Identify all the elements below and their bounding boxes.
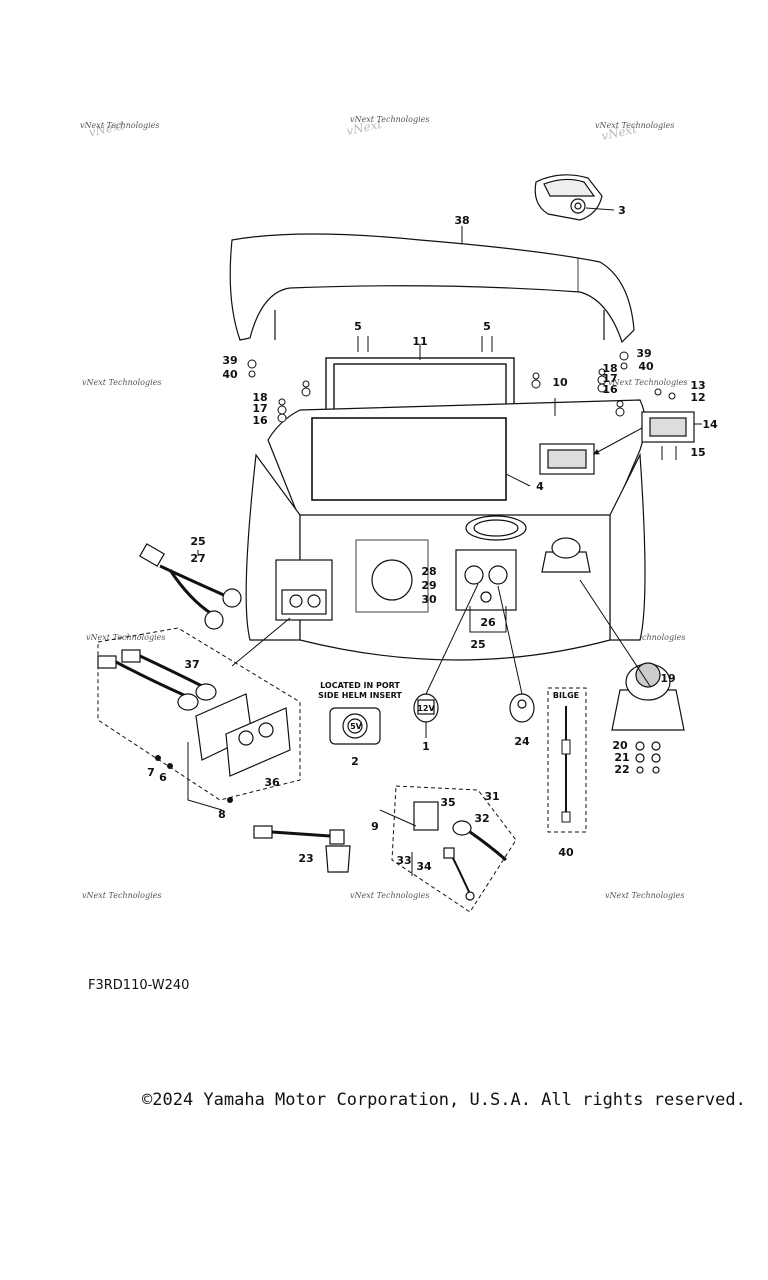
callout-36: 36 xyxy=(264,776,280,789)
callout-40c: 40 xyxy=(558,846,574,859)
label-5v: 5V xyxy=(350,722,363,731)
watermark-text: vNext Technologies xyxy=(605,891,684,900)
part-24-drawing xyxy=(509,693,535,723)
watermark-text: vNext Technologies xyxy=(82,891,161,900)
callout-18b: 18 xyxy=(602,362,617,375)
label-12v: 12V xyxy=(417,704,435,713)
callout-5b: 5 xyxy=(483,320,491,333)
watermark-text: vNext Technologies xyxy=(82,378,161,387)
callout-17b: 17 xyxy=(602,372,617,385)
callout-16a: 16 xyxy=(252,414,268,427)
callout-15: 15 xyxy=(690,446,705,459)
callout-17a: 17 xyxy=(252,402,267,415)
callout-6: 6 xyxy=(159,771,167,784)
callout-29: 29 xyxy=(421,579,436,592)
copyright-notice: ©2024 Yamaha Motor Corporation, U.S.A. A… xyxy=(142,1090,746,1110)
callout-8: 8 xyxy=(218,808,226,821)
helm-console-drawing xyxy=(245,399,646,661)
callout-3: 3 xyxy=(618,204,626,217)
part-25-harness-drawing xyxy=(139,543,242,630)
callout-24: 24 xyxy=(514,735,530,748)
callout-39b: 39 xyxy=(636,347,651,360)
part-19-drawing xyxy=(541,537,685,774)
callout-14: 14 xyxy=(702,418,718,431)
callout-20: 20 xyxy=(612,739,628,752)
callout-27: 27 xyxy=(190,552,205,565)
part-31-35-group xyxy=(391,785,517,913)
callout-13: 13 xyxy=(690,379,705,392)
callout-16b: 16 xyxy=(602,383,618,396)
watermark-text: vNext Technologies xyxy=(606,633,685,642)
part-14-drawing xyxy=(539,411,695,475)
callout-19: 19 xyxy=(660,672,675,685)
callout-26: 26 xyxy=(480,616,496,629)
callout-40b: 40 xyxy=(638,360,654,373)
part-23-drawing xyxy=(253,825,351,873)
watermark-text: vNext Technologies xyxy=(80,121,159,130)
callout-23: 23 xyxy=(298,852,313,865)
bracket-lines xyxy=(187,606,507,876)
callout-4: 4 xyxy=(536,480,544,493)
port-helm-note-line1: LOCATED IN PORT xyxy=(320,681,400,690)
callout-39a: 39 xyxy=(222,354,237,367)
part-36-37-group xyxy=(97,627,301,803)
callout-25b: 25 xyxy=(470,638,485,651)
callout-5a: 5 xyxy=(354,320,362,333)
watermark-text: vNext Technologies xyxy=(595,121,674,130)
hardware-stacks xyxy=(247,336,677,460)
part-3-drawing xyxy=(534,174,603,221)
callout-38: 38 xyxy=(454,214,469,227)
bilge-note: BILGE xyxy=(553,691,579,700)
callout-22: 22 xyxy=(614,763,629,776)
callout-35: 35 xyxy=(440,796,455,809)
callout-32: 32 xyxy=(474,812,489,825)
callout-30: 30 xyxy=(421,593,437,606)
callout-25a: 25 xyxy=(190,535,205,548)
callout-33: 33 xyxy=(396,854,411,867)
callout-2: 2 xyxy=(351,755,359,768)
callout-21: 21 xyxy=(614,751,629,764)
callout-11: 11 xyxy=(412,335,427,348)
callout-9: 9 xyxy=(371,820,379,833)
watermark-text: vNext Technologies xyxy=(350,115,429,124)
callout-37: 37 xyxy=(184,658,199,671)
diagram-code: F3RD110-W240 xyxy=(88,978,190,993)
part-38-drawing xyxy=(229,233,635,344)
callout-34: 34 xyxy=(416,860,432,873)
callout-12: 12 xyxy=(690,391,705,404)
watermark-text: vNext Technologies xyxy=(608,378,687,387)
callout-28: 28 xyxy=(421,565,436,578)
part-40-bilge-drawing xyxy=(547,687,587,833)
watermark-text: vNext Technologies xyxy=(350,891,429,900)
callout-18a: 18 xyxy=(252,391,267,404)
callout-40a: 40 xyxy=(222,368,238,381)
part-2-drawing xyxy=(329,707,381,745)
callout-10: 10 xyxy=(552,376,568,389)
callout-31: 31 xyxy=(484,790,499,803)
callout-7: 7 xyxy=(147,766,155,779)
callout-1: 1 xyxy=(422,740,430,753)
callout-labels: 1 2 3 4 5 5 6 7 8 9 10 11 12 13 14 15 16… xyxy=(147,204,718,873)
port-helm-note-line2: SIDE HELM INSERT xyxy=(318,691,402,700)
